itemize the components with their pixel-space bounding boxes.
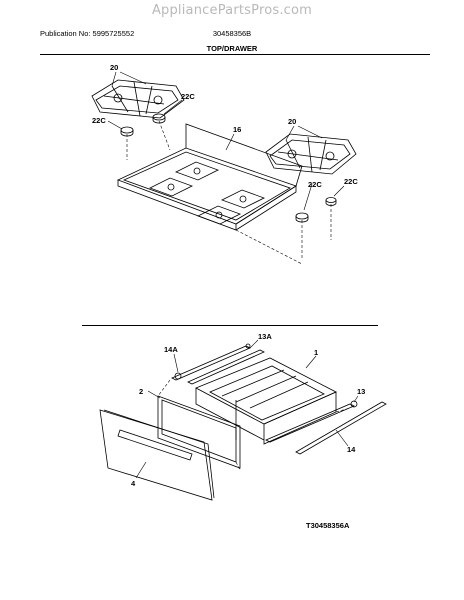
drawer-body — [195, 357, 337, 445]
header-rule — [40, 54, 430, 55]
callout-22c-left-a: 22C — [181, 92, 195, 101]
callout-14a: 14A — [164, 345, 178, 354]
section-title: TOP/DRAWER — [206, 44, 258, 53]
callout-20-right: 20 — [288, 117, 296, 126]
callout-22c-right-b: 22C — [344, 177, 358, 186]
leader-lines-top — [107, 71, 345, 211]
watermark: AppliancePartsPros.com — [151, 3, 313, 18]
figure-code: T30458356A — [306, 521, 350, 530]
left-burner-caps — [120, 113, 166, 137]
callout-14: 14 — [347, 445, 356, 454]
publication-number: Publication No: 5995725552 — [40, 29, 135, 38]
callout-13a: 13A — [258, 332, 272, 341]
upper-drawer-rails — [171, 343, 265, 385]
leader-lines-bottom — [135, 339, 359, 479]
callout-2: 2 — [139, 387, 143, 396]
right-drawer-rails — [265, 400, 387, 455]
callouts-top: 20 22C 22C 16 20 22C 22C — [92, 63, 358, 189]
callout-4: 4 — [131, 479, 136, 488]
right-burner-grates — [265, 133, 357, 175]
callout-1: 1 — [314, 348, 318, 357]
callout-20-left: 20 — [110, 63, 118, 72]
callout-16: 16 — [233, 125, 241, 134]
callout-22c-right-a: 22C — [308, 180, 322, 189]
alignment-lines-bottom — [157, 379, 351, 471]
alignment-lines-top — [126, 120, 332, 265]
right-burner-caps — [295, 197, 337, 223]
drawer-front-panel — [99, 409, 215, 501]
callouts-bottom: 14A 13A 1 2 13 14 4 — [131, 332, 365, 488]
part-number: 30458356B — [212, 29, 252, 38]
section-divider — [82, 325, 378, 326]
callout-13: 13 — [357, 387, 365, 396]
cooktop — [116, 123, 303, 231]
callout-22c-left-b: 22C — [92, 116, 106, 125]
left-burner-grates — [91, 79, 185, 119]
